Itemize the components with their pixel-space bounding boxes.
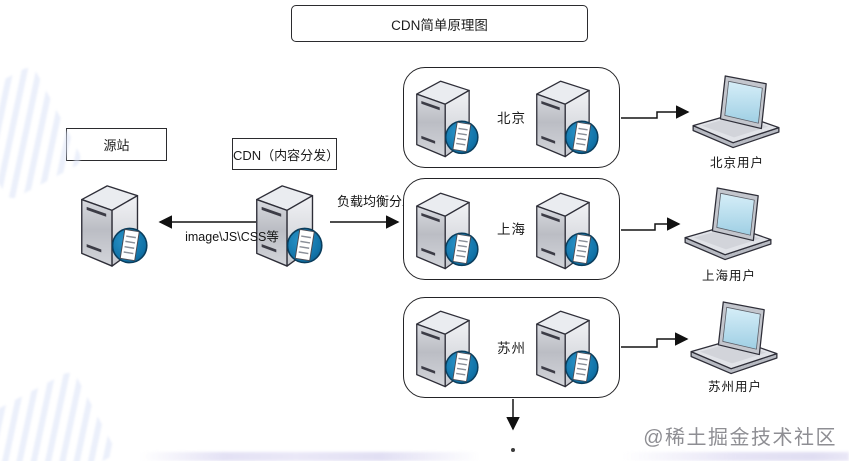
region-label-beijing: 北京 — [497, 110, 526, 126]
region-label-shanghai: 上海 — [497, 222, 526, 238]
edge-label-load-balance: 负载均衡分发 — [336, 194, 415, 209]
edge-label-assets: image\JS\CSS等 — [185, 230, 279, 244]
user-label-shanghai: 上海用户 — [701, 269, 756, 283]
origin-site-label: 源站 — [103, 138, 130, 153]
cdn-box: CDN（内容分发） — [232, 138, 340, 170]
laptop-icon-shanghai-user — [682, 186, 774, 262]
diagram-title: CDN简单原理图 — [291, 5, 588, 42]
faint-watermark-bottom-left — [0, 369, 118, 461]
region-group-shanghai: 上海 — [403, 178, 620, 280]
region-group-suzhou: 苏州 — [403, 297, 620, 398]
user-label-beijing: 北京用户 — [709, 156, 764, 170]
cdn-server-icon — [252, 181, 328, 269]
origin-site-box: 源站 — [66, 128, 167, 161]
laptop-icon-suzhou-user — [688, 300, 780, 376]
page-edge-strip — [140, 452, 849, 461]
diagram-title-text: CDN简单原理图 — [391, 17, 488, 33]
user-label-suzhou: 苏州用户 — [707, 380, 762, 394]
laptop-icon-beijing-user — [690, 74, 782, 150]
origin-server-icon — [77, 181, 153, 269]
community-watermark: @稀土掘金技术社区 — [643, 427, 837, 449]
cdn-label: CDN（内容分发） — [233, 147, 340, 163]
region-label-suzhou: 苏州 — [497, 340, 526, 356]
region-group-beijing: 北京 — [403, 67, 620, 168]
